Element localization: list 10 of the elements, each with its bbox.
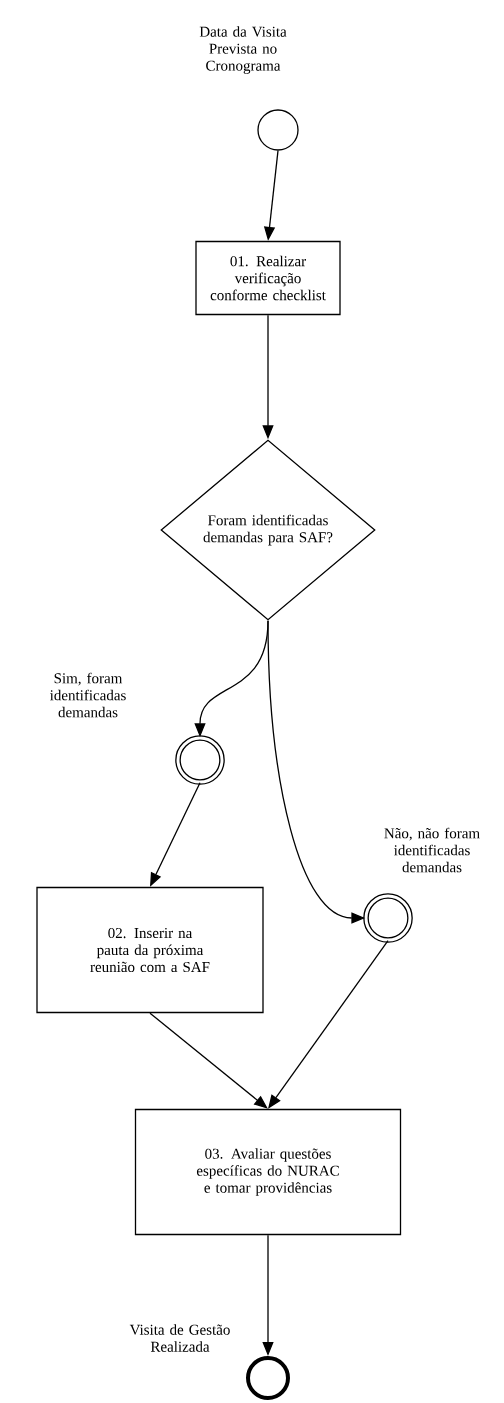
- task-box: 03. Avaliar questões específicas do NURAC e tomar providências: [134, 1108, 402, 1236]
- event-label: Data da Visita Prevista no Cronograma: [199, 26, 287, 74]
- event-label: Sim, foram identificadas demandas: [50, 672, 126, 718]
- event-label: Não, não foram identificadas demandas: [384, 827, 480, 873]
- task-box: 02. Inserir na pauta da próxima reunião com a SAF: [36, 886, 264, 1014]
- task-box: 01. Realizar verificação conforme checklist: [195, 240, 341, 316]
- arrow: [268, 940, 389, 1109]
- event-label: Visita de Gestão Realizada: [129, 1324, 230, 1352]
- arrow: [149, 1012, 268, 1109]
- decision-label: Foram identificadas demandas para SAF?: [203, 514, 333, 546]
